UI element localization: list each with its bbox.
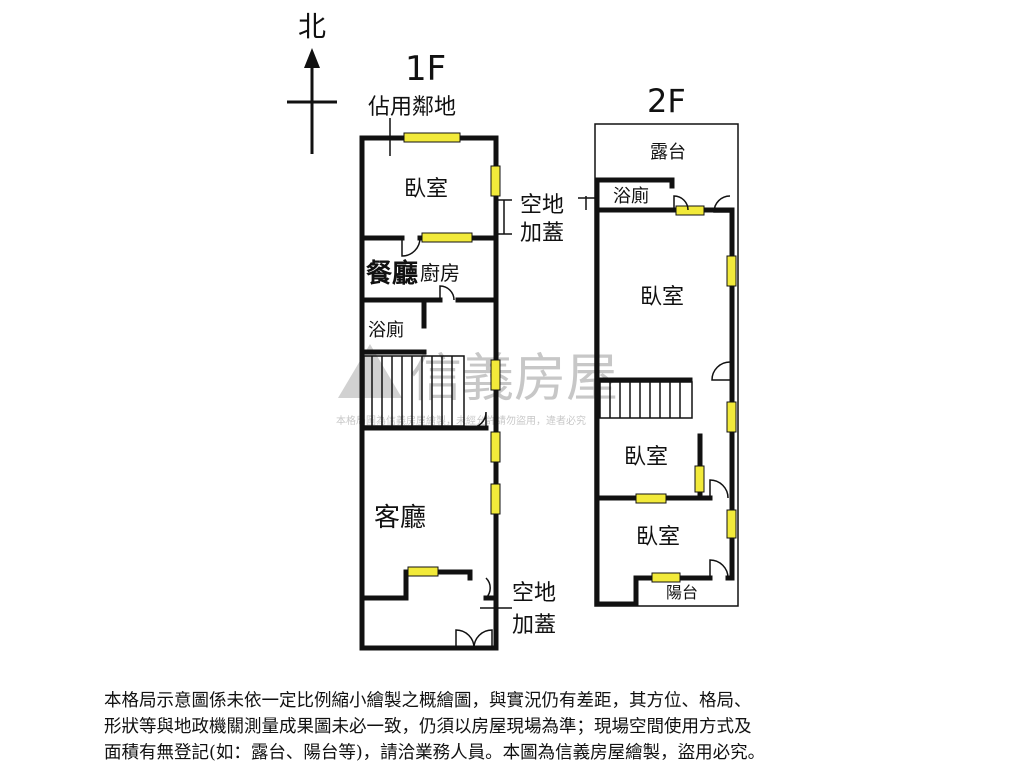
door-2f-bedroom-main <box>711 361 731 381</box>
room-2f-bathroom: 浴廁 <box>613 185 649 207</box>
open-space-bottom-line1: 空地 <box>512 581 556 606</box>
wall-segment <box>359 569 473 601</box>
floor-2-plan: 2F <box>578 82 739 607</box>
disclaimer-line-1: 本格局示意圖係未依一定比例縮小繪製之概繪圖，與實況仍有差距，其方位、格局、 <box>104 691 752 711</box>
room-1f-kitchen: 廚房 <box>420 261 460 285</box>
floor-1-outer-wall <box>359 135 499 651</box>
watermark-brand: 信義房屋 <box>410 349 618 409</box>
disclaimer-line-2: 形狀等與地政機關測量成果圖未必一致，仍須以房屋現場為準；現場空間使用方式及 <box>104 717 752 737</box>
door-2f-bath <box>673 195 689 211</box>
floor-1-title: 1F <box>405 49 446 89</box>
north-compass: 北 <box>287 10 337 154</box>
room-2f-balcony: 陽台 <box>666 583 698 602</box>
door-1f-stair <box>469 411 487 429</box>
watermark-logo-icon <box>338 344 402 398</box>
window-2f-mid-east <box>694 465 705 493</box>
open-space-top-line1: 空地 <box>520 193 564 218</box>
stair-outline <box>363 355 465 427</box>
window-2f-stair-east <box>726 401 737 433</box>
wall-segment <box>594 177 675 189</box>
door-2f-terrace <box>713 195 731 213</box>
floor-1-plan: 1F 佔用鄰地 <box>359 49 564 651</box>
window-1f-living-east-2 <box>490 483 501 515</box>
window-2f-bath <box>675 205 705 216</box>
door-1f-bedroom <box>401 237 421 257</box>
room-1f-dining: 餐廳 <box>366 258 418 289</box>
floor-2-title: 2F <box>647 82 686 120</box>
north-label: 北 <box>298 10 326 43</box>
room-2f-terrace: 露台 <box>650 142 686 163</box>
window-2f-balcony <box>651 572 681 583</box>
window-2f-bedroom-east <box>726 255 737 287</box>
window-1f-stair-east <box>490 359 501 391</box>
room-1f-bathroom: 浴廁 <box>368 319 404 341</box>
disclaimer: 本格局示意圖係未依一定比例縮小繪製之概繪圖，與實況仍有差距，其方位、格局、 形狀… <box>104 688 924 766</box>
watermark-notice: 本格局圖為信義房屋繪製，未經允許請勿盜用，違者必究 <box>336 414 586 427</box>
disclaimer-line-3: 面積有無登記(如：露台、陽台等)，請洽業務人員。本圖為信義房屋繪製，盜用必究。 <box>104 743 766 763</box>
wall-segment <box>633 575 713 607</box>
door-1f-kitchen <box>439 285 455 301</box>
room-1f-living: 客廳 <box>374 503 426 533</box>
window-1f-north <box>403 132 461 143</box>
window-1f-bedroom-south <box>421 232 473 243</box>
door-1f-side <box>485 577 491 599</box>
door-1f-entry-right <box>473 629 493 649</box>
window-1f-living-south <box>407 566 439 577</box>
door-2f-bedroom-mid <box>709 479 729 499</box>
room-1f-bedroom: 臥室 <box>404 177 448 202</box>
wall-segment <box>594 177 639 607</box>
door-1f-entry-left <box>455 629 475 649</box>
stair-outline <box>599 381 693 419</box>
watermark: 信義房屋 本格局圖為信義房屋繪製，未經允許請勿盜用，違者必究 <box>336 344 618 427</box>
room-2f-bedroom-mid: 臥室 <box>624 445 668 470</box>
open-space-bottom-line2: 加蓋 <box>512 613 556 638</box>
floor-2-stairs <box>599 381 693 419</box>
window-2f-low-east <box>726 509 737 539</box>
room-2f-bedroom-low: 臥室 <box>636 525 680 550</box>
north-arrow-icon <box>304 48 320 68</box>
window-1f-bedroom-east <box>490 165 501 197</box>
open-space-top-line2: 加蓋 <box>520 221 564 246</box>
floor-1-encroach-label: 佔用鄰地 <box>368 95 456 120</box>
door-2f-balcony <box>709 559 729 579</box>
window-1f-living-east-1 <box>490 431 501 463</box>
floor-1-stairs <box>363 355 465 427</box>
window-2f-mid-south <box>635 493 667 504</box>
room-2f-bedroom-main: 臥室 <box>640 285 684 310</box>
